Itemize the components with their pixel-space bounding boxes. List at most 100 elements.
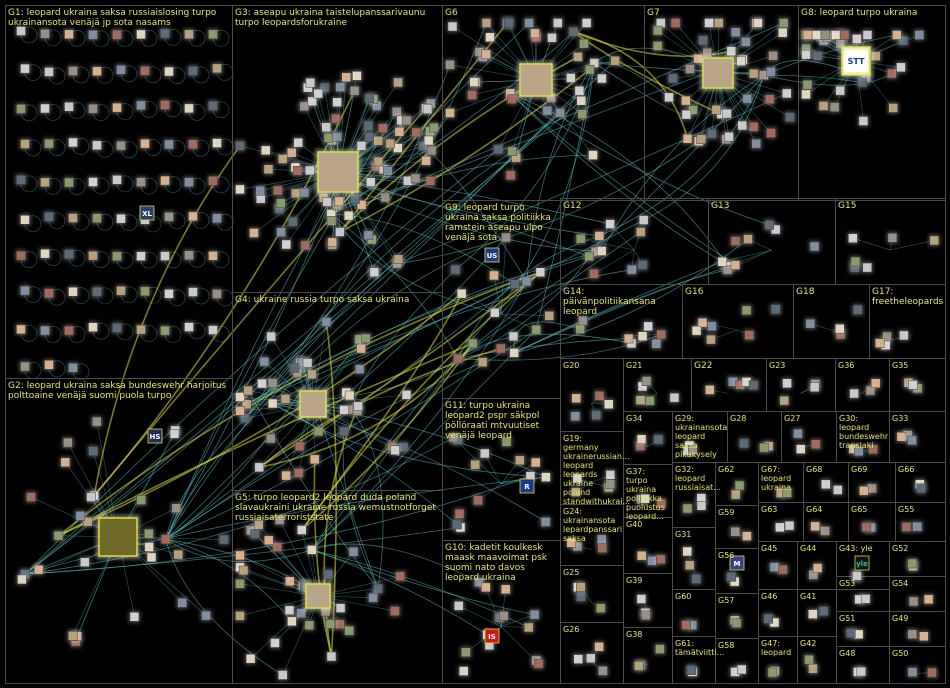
node-avatar[interactable]	[588, 150, 598, 160]
node-avatar[interactable]	[92, 66, 102, 76]
node-avatar[interactable]	[20, 215, 30, 225]
node-avatar[interactable]	[691, 325, 702, 336]
node-avatar[interactable]	[833, 485, 843, 495]
node-avatar[interactable]	[481, 18, 492, 28]
node-avatar[interactable]	[777, 27, 788, 38]
node-avatar[interactable]	[289, 363, 300, 373]
node-avatar[interactable]	[136, 324, 146, 335]
node-avatar[interactable]	[594, 642, 604, 652]
node-avatar[interactable]	[584, 251, 594, 262]
node-avatar[interactable]	[742, 93, 752, 104]
node-avatar[interactable]	[461, 647, 471, 657]
node-avatar[interactable]	[766, 128, 776, 138]
node-avatar[interactable]	[504, 18, 514, 28]
node-avatar[interactable]	[914, 30, 925, 40]
node-avatar[interactable]	[188, 211, 198, 222]
node-avatar[interactable]	[809, 382, 820, 392]
node-avatar[interactable]	[44, 138, 54, 149]
node-avatar[interactable]	[835, 323, 845, 334]
node-avatar[interactable]	[775, 522, 785, 533]
node-avatar[interactable]	[652, 41, 663, 51]
node-avatar[interactable]	[852, 305, 863, 315]
node-avatar[interactable]	[343, 210, 354, 221]
node-avatar[interactable]	[500, 584, 511, 595]
node-avatar[interactable]	[323, 133, 334, 143]
node-avatar[interactable]	[882, 331, 892, 342]
node-avatar[interactable]	[144, 528, 154, 539]
node-avatar[interactable]	[429, 122, 439, 133]
node-avatar[interactable]	[411, 127, 421, 138]
node-avatar[interactable]	[696, 500, 707, 511]
node-avatar[interactable]	[887, 233, 898, 243]
node-avatar[interactable]	[812, 51, 823, 61]
node-avatar[interactable]	[270, 638, 280, 648]
node-avatar[interactable]	[576, 582, 586, 592]
node-avatar[interactable]	[129, 612, 140, 622]
node-avatar[interactable]	[16, 104, 26, 114]
node-avatar[interactable]	[574, 85, 585, 96]
node-avatar[interactable]	[467, 338, 478, 349]
node-avatar[interactable]	[456, 288, 467, 299]
hub-node-g3[interactable]	[317, 151, 359, 193]
node-avatar[interactable]	[485, 32, 495, 42]
node-avatar[interactable]	[544, 311, 555, 321]
node-avatar[interactable]	[623, 333, 634, 344]
node-avatar[interactable]	[112, 323, 122, 333]
node-avatar[interactable]	[380, 192, 391, 203]
node-avatar[interactable]	[334, 196, 345, 207]
node-avatar[interactable]	[40, 103, 50, 114]
node-avatar[interactable]	[92, 213, 102, 223]
node-avatar[interactable]	[304, 620, 315, 631]
node-avatar[interactable]	[68, 66, 78, 76]
node-avatar[interactable]	[901, 522, 912, 532]
node-avatar[interactable]	[164, 212, 174, 222]
node-avatar[interactable]	[112, 175, 122, 185]
node-avatar[interactable]	[68, 630, 78, 641]
node-avatar[interactable]	[770, 304, 781, 314]
node-avatar[interactable]	[874, 338, 885, 348]
node-avatar[interactable]	[553, 18, 563, 28]
node-avatar[interactable]	[64, 249, 74, 260]
node-avatar[interactable]	[705, 385, 715, 395]
node-avatar[interactable]	[88, 177, 98, 187]
node-avatar[interactable]	[450, 264, 461, 275]
node-avatar[interactable]	[364, 93, 375, 103]
node-avatar[interactable]	[425, 176, 436, 186]
node-avatar[interactable]	[20, 361, 30, 372]
node-avatar[interactable]	[868, 444, 878, 455]
node-avatar[interactable]	[782, 88, 792, 99]
node-avatar[interactable]	[353, 401, 363, 412]
node-avatar[interactable]	[764, 94, 775, 104]
node-avatar[interactable]	[681, 109, 692, 120]
node-avatar[interactable]	[88, 250, 98, 261]
node-avatar[interactable]	[850, 256, 861, 267]
node-avatar[interactable]	[730, 489, 741, 500]
node-avatar[interactable]	[426, 145, 437, 156]
node-avatar[interactable]	[655, 644, 665, 654]
node-avatar[interactable]	[908, 380, 918, 390]
node-avatar[interactable]	[53, 530, 64, 541]
node-avatar[interactable]	[274, 515, 285, 525]
node-avatar[interactable]	[92, 287, 102, 297]
node-avatar[interactable]	[173, 549, 184, 560]
node-avatar[interactable]	[805, 318, 816, 329]
node-avatar[interactable]	[235, 550, 245, 561]
node-avatar[interactable]	[453, 353, 463, 364]
node-avatar[interactable]	[778, 18, 789, 28]
node-avatar[interactable]	[636, 550, 647, 561]
node-avatar[interactable]	[566, 538, 577, 548]
node-avatar[interactable]	[112, 29, 122, 40]
node-avatar[interactable]	[681, 95, 691, 106]
node-avatar[interactable]	[736, 664, 747, 675]
node-avatar[interactable]	[929, 235, 940, 246]
node-avatar[interactable]	[555, 108, 565, 118]
node-avatar[interactable]	[422, 104, 433, 114]
badge-node-us[interactable]	[484, 247, 500, 263]
node-avatar[interactable]	[68, 213, 78, 223]
node-avatar[interactable]	[235, 392, 245, 402]
node-avatar[interactable]	[184, 177, 194, 187]
node-avatar[interactable]	[576, 592, 586, 602]
node-avatar[interactable]	[401, 390, 412, 400]
node-avatar[interactable]	[249, 228, 259, 238]
node-avatar[interactable]	[586, 653, 596, 664]
